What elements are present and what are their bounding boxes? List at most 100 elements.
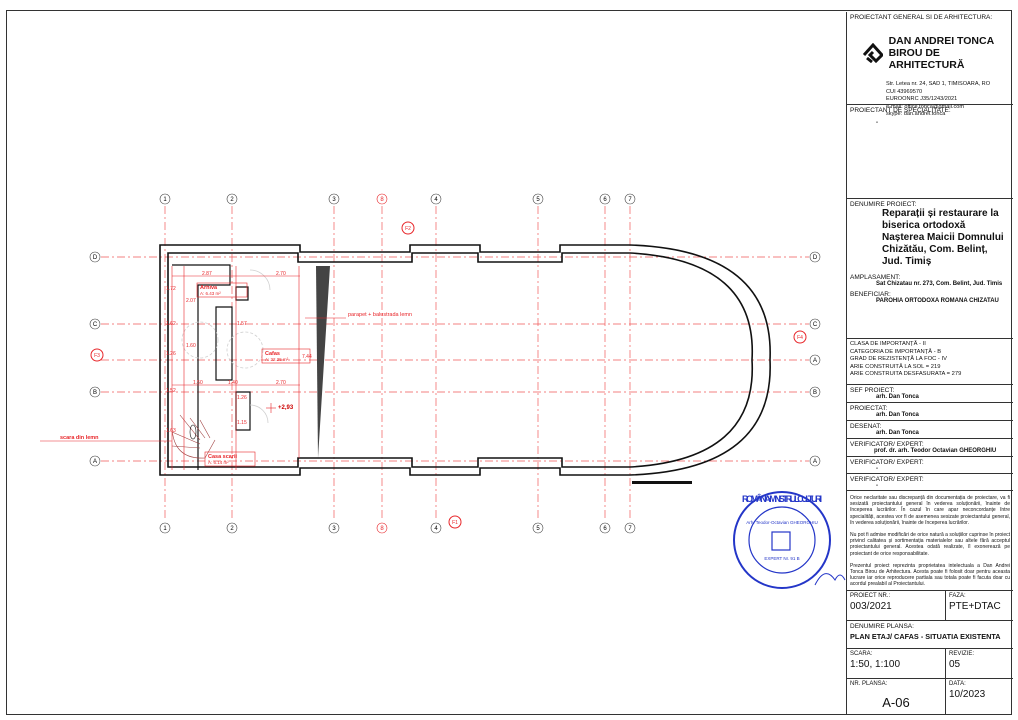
general-designer-section: PROIECTANT GENERAL SI DE ARHITECTURA: DA… xyxy=(847,12,1013,117)
section-mark-f1: F1 xyxy=(452,520,458,526)
date: 10/2023 xyxy=(949,689,986,700)
sheet-nr-cell: NR. PLANSA:A-06 xyxy=(847,679,945,714)
stamp-expert: EXPERT Nr. 91 B xyxy=(764,556,799,561)
grid-label: 5 xyxy=(536,526,540,532)
firm-logo-icon xyxy=(862,43,883,63)
scale-row xyxy=(847,649,1013,679)
grid-label: 8 xyxy=(380,526,384,532)
role-row: VERIFICATOR/ EXPERT:- xyxy=(847,474,1013,491)
grid-label: B xyxy=(93,390,97,396)
grid-label: C xyxy=(93,322,98,328)
dim-label: 1.26 xyxy=(166,351,176,357)
site-value: Sat Chizatau nr. 273, Com. Belint, Jud. … xyxy=(876,281,1003,287)
project-name: Reparații și restaurare la biserica orto… xyxy=(882,208,1004,267)
sheet-name: PLAN ETAJ/ CAFAS - SITUATIA EXISTENTA xyxy=(850,632,1001,641)
specialty-value: - xyxy=(876,120,878,126)
grid-label: D xyxy=(813,255,818,261)
room-name: Cafas xyxy=(265,351,280,357)
grid-label: 4 xyxy=(434,197,438,203)
phase-cell: FAZA: PTE+DTAC xyxy=(945,591,1004,621)
sheet-name-row: DENUMIRE PLANSA: PLAN ETAJ/ CAFAS - SITUA… xyxy=(847,621,1013,649)
dim-label: 1.57 xyxy=(237,321,247,327)
address-line: Str. Letea nr. 24, SAD 1, TIMISOARA, RO xyxy=(886,81,991,87)
dim-label: 1.26 xyxy=(237,395,247,401)
address-line: CUI 43969570 xyxy=(886,88,923,95)
role-value: - xyxy=(876,466,878,472)
dim-label: 1.72 xyxy=(166,286,176,292)
dim-label: 2.70 xyxy=(276,271,286,277)
phase: PTE+DTAC xyxy=(949,601,1001,612)
dim-label: 1.15 xyxy=(237,420,247,426)
section-mark-f4: F4 xyxy=(797,335,803,341)
cell-label: DATA: xyxy=(949,681,966,687)
section-label: BENEFICIAR: xyxy=(850,291,891,298)
role-row: SEF PROIECT:arh. Dan Tonca xyxy=(847,385,1013,403)
grid-label: A xyxy=(813,459,817,465)
firm-address: Str. Letea nr. 24, SAD 1, TIMISOARA, RO … xyxy=(850,81,1010,119)
grid-label: 2 xyxy=(230,526,234,532)
section-marks: F2 F1 F3 F4 xyxy=(90,221,807,529)
scale: 1:50, 1:100 xyxy=(850,659,901,670)
role-value: prof. dr. arh. Teodor Octavian GHEORGHIU xyxy=(874,448,997,454)
class-line: CLASA DE IMPORTANȚĂ - II xyxy=(850,341,926,347)
grid-label: 6 xyxy=(603,526,607,532)
cell-label: SCARA: xyxy=(850,651,873,657)
role-row: VERIFICATOR/ EXPERT:prof. dr. arh. Teodo… xyxy=(847,439,1013,457)
cell-label: PROIECT NR.: xyxy=(850,593,891,599)
section-label: PROIECTANT DE SPECIALITATE: xyxy=(850,107,951,114)
dim-label: 1.52 xyxy=(166,388,176,394)
role-label: VERIFICATOR/ EXPERT: xyxy=(850,441,924,448)
beneficiary-value: PAROHIA ORTODOXA ROMANA CHIZATAU xyxy=(876,298,999,304)
class-line: GRAD DE REZISTENȚĂ LA FOC - IV xyxy=(850,356,947,362)
section-mark-f3: F3 xyxy=(94,353,100,359)
dim-label: 1.50 xyxy=(193,380,203,386)
grid-label: C xyxy=(813,322,818,328)
address-line: EUROONRC J35/1243/2021 xyxy=(886,96,958,102)
grid-label: 1 xyxy=(163,197,167,203)
grid-label: 7 xyxy=(628,197,632,203)
grid-label: D xyxy=(93,255,98,261)
grid-label: 1 xyxy=(163,526,167,532)
scale-cell: SCARA: 1:50, 1:100 xyxy=(847,649,903,672)
section-mark-f2: F2 xyxy=(405,226,411,232)
room-area: A: 6.43 m² xyxy=(200,291,221,296)
stamp-text: ROMÂNIA · MINISTRUL CULTURII xyxy=(742,493,822,504)
firm-name: DAN ANDREI TONCA xyxy=(888,35,995,47)
dim-label: 2.87 xyxy=(202,271,212,277)
dim-label: 2.07 xyxy=(186,298,196,304)
sheet-nr: A-06 xyxy=(882,695,910,710)
role-value: - xyxy=(876,483,878,489)
dim-label: 2.70 xyxy=(276,380,286,386)
project-nr-cell: PROIECT NR.:003/2021 xyxy=(847,591,895,614)
role-label: VERIFICATOR/ EXPERT: xyxy=(850,476,924,483)
expert-stamp xyxy=(733,491,846,589)
dimension-labels: 2.87 2.70 1.50 1.40 2.70 7.44 1.72 1.62 … xyxy=(166,271,312,434)
grid-label: 3 xyxy=(332,526,336,532)
class-line: ARIE CONSTRUITĂ LA SOL = 219 xyxy=(850,363,941,370)
grid-label: 7 xyxy=(628,526,632,532)
note-paragraph: Prezentul proiect reprezinta proprietate… xyxy=(850,562,1010,588)
class-line: ARIE CONSTRUITA DESFASURATA = 279 xyxy=(850,371,962,377)
role-value: arh. Dan Tonca xyxy=(876,412,919,418)
title-block: PROIECTANT GENERAL SI DE ARHITECTURA: DA… xyxy=(846,12,1013,714)
firm-subtitle: BIROU DE ARHITECTURĂ xyxy=(888,47,965,71)
role-value: arh. Dan Tonca xyxy=(876,394,919,400)
dim-label: 1.60 xyxy=(186,343,196,349)
walls xyxy=(159,244,771,476)
role-value: arh. Dan Tonca xyxy=(876,430,919,436)
specialty-section: PROIECTANT DE SPECIALITATE: - xyxy=(847,105,1013,199)
role-label: PROIECTAT: xyxy=(850,405,888,412)
stamp-name: Arh. Teodor-Octavian GHEORGHIU xyxy=(746,520,817,525)
drawing-sheet xyxy=(6,10,1012,715)
grid-label: 2 xyxy=(230,197,234,203)
grid-label: B xyxy=(813,390,817,396)
room-area: A: 6.14 m² xyxy=(208,460,229,465)
cell-label: DENUMIRE PLANSA: xyxy=(850,623,914,630)
date-cell: DATA: 10/2023 xyxy=(945,679,988,714)
cell-label: FAZA: xyxy=(949,593,966,599)
stair-annotation: scara din lemn xyxy=(60,435,99,441)
role-label: SEF PROIECT: xyxy=(850,387,895,394)
dim-label: 7.44 xyxy=(302,354,312,360)
role-label: VERIFICATOR/ EXPERT: xyxy=(850,459,924,466)
